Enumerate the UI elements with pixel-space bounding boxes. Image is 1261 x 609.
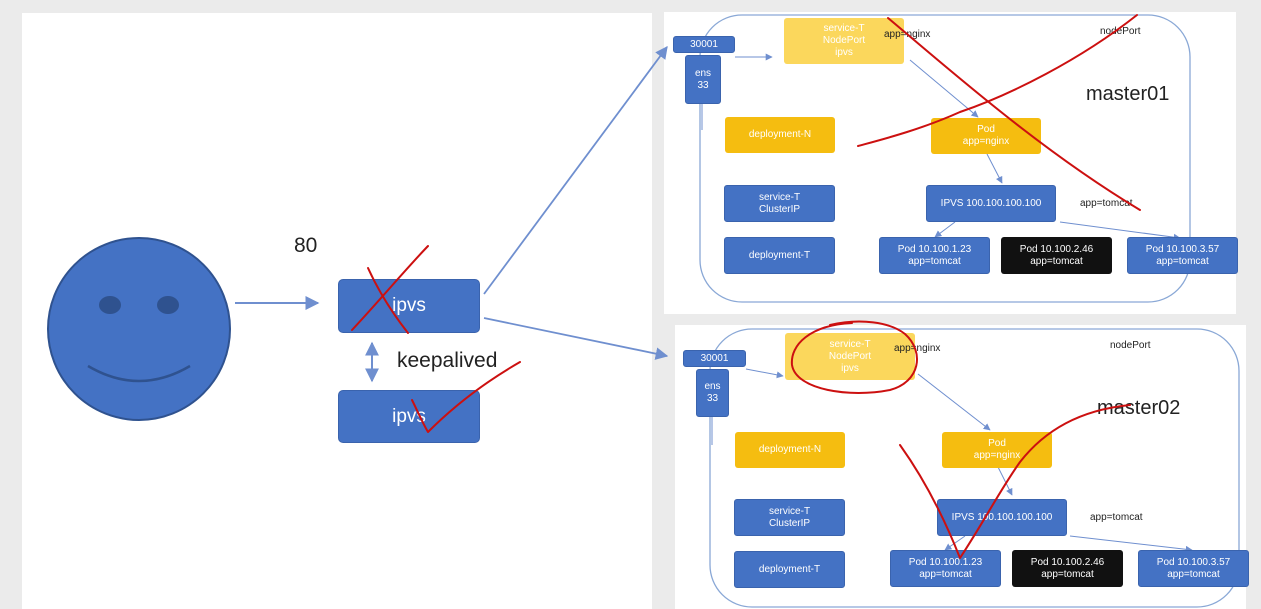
m2-deployment-t-box: deployment-T xyxy=(734,551,845,588)
arrow-ipvs-to-master01 xyxy=(483,45,668,295)
m2-ipvs-cluster-box: IPVS 100.100.100.100 xyxy=(937,499,1067,536)
m2-service-nodeport-box: service-T NodePort ipvs xyxy=(785,333,915,380)
master02-node-outline xyxy=(709,328,1240,608)
m1-pod-3-box: Pod 10.100.3.57 app=tomcat xyxy=(1127,237,1238,274)
m2-pod-2-box: Pod 10.100.2.46 app=tomcat xyxy=(1012,550,1123,587)
ipvs-backup-box: ipvs xyxy=(338,390,480,443)
m2-arrow-pod-to-ipvs xyxy=(997,466,1013,496)
m1-port-30001-box: 30001 xyxy=(673,36,735,53)
m2-deployment-n-box: deployment-N xyxy=(735,432,845,468)
ipvs-primary-box: ipvs xyxy=(338,279,480,333)
m1-arrow-ipvs-to-pod3 xyxy=(1059,221,1181,241)
m1-deployment-t-box: deployment-T xyxy=(724,237,835,274)
ipvs-backup-label: ipvs xyxy=(392,405,426,427)
m2-pod-3-box: Pod 10.100.3.57 app=tomcat xyxy=(1138,550,1249,587)
m2-pod-1-box: Pod 10.100.1.23 app=tomcat xyxy=(890,550,1001,587)
user-smiley-icon xyxy=(47,237,231,421)
m2-app-tomcat-label: app=tomcat xyxy=(1090,512,1143,523)
m2-service-clusterip-box: service-T ClusterIP xyxy=(734,499,845,536)
m1-deployment-n-box: deployment-N xyxy=(725,117,835,153)
m1-arrow-pod-to-ipvs xyxy=(986,153,1003,184)
m1-pod-1-box: Pod 10.100.1.23 app=tomcat xyxy=(879,237,990,274)
m1-app-nginx-label: app=nginx xyxy=(884,29,931,40)
m1-service-clusterip-box: service-T ClusterIP xyxy=(724,185,835,222)
m2-host-label: master02 xyxy=(1097,397,1181,419)
m2-app-nginx-label: app=nginx xyxy=(894,343,941,354)
m1-host-label: master01 xyxy=(1086,83,1170,105)
m2-arrow-service-to-pod xyxy=(917,373,991,431)
m2-arrow-ipvs-to-pod3 xyxy=(1069,535,1193,553)
m1-arrow-ipvs-to-pod1 xyxy=(934,221,956,238)
m2-pod-nginx-box: Pod app=nginx xyxy=(942,432,1052,468)
m1-pod-2-box: Pod 10.100.2.46 app=tomcat xyxy=(1001,237,1112,274)
ipvs-primary-label: ipvs xyxy=(392,295,426,316)
m2-ens33-box: ens 33 xyxy=(696,369,729,417)
m1-service-nodeport-box: service-T NodePort ipvs xyxy=(784,18,904,64)
keepalived-label: keepalived xyxy=(397,349,498,372)
m2-arrow-port-to-service xyxy=(745,368,784,379)
m2-nodeport-label: nodePort xyxy=(1110,340,1151,351)
m2-arrow-ipvs-to-pod1 xyxy=(944,535,966,551)
m1-ens33-box: ens 33 xyxy=(685,55,721,104)
m1-app-tomcat-label: app=tomcat xyxy=(1080,198,1133,209)
m2-port-30001-box: 30001 xyxy=(683,350,746,367)
m1-arrow-service-to-pod xyxy=(909,59,979,118)
m1-ipvs-cluster-box: IPVS 100.100.100.100 xyxy=(926,185,1056,222)
m1-pod-nginx-box: Pod app=nginx xyxy=(931,118,1041,154)
arrow-ipvs-to-master02 xyxy=(483,317,669,360)
port-80-label: 80 xyxy=(294,234,318,257)
m1-nodeport-label: nodePort xyxy=(1100,26,1141,37)
